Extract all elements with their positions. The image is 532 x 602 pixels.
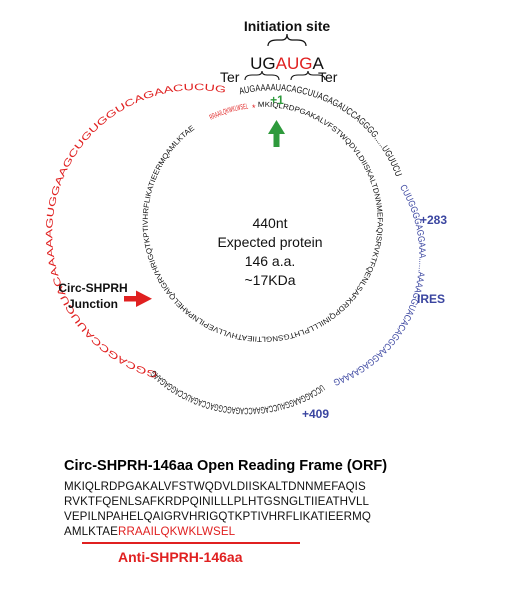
ter-right-brace	[290, 70, 326, 81]
outer-ring-black: AUGAAAAUACAGCUUAGAGAUCCAGGGG......UGUUCU	[238, 81, 405, 178]
center-expected-protein: Expected protein	[217, 234, 322, 250]
antibody-epitope-bar	[82, 542, 300, 544]
outer-ring-bottom-text: UCCAGGAAGGAUCCAGAACCAGAGCGGACCAGAUCCAGGA…	[148, 368, 327, 416]
ter-left-brace	[244, 70, 280, 81]
orf-line-2: RVKTFQENLSAFKRDPQINILLLPLHTGSNGLTIIEATHV…	[64, 495, 370, 508]
ter-right-label: Ter	[318, 69, 338, 85]
stop-star: *	[252, 103, 256, 113]
orf-line-4: AMLKTAERRAAILQKWKLWSEL	[64, 524, 504, 539]
inner-ring-red-text: RRAAILQKWKLWSEL	[208, 102, 249, 122]
initiation-site-brace	[267, 33, 307, 47]
start-arrow-icon	[268, 120, 285, 147]
plus1-label: +1	[270, 93, 284, 107]
center-length: 440nt	[252, 215, 287, 231]
ires-label: IRES	[417, 292, 445, 306]
junction-label-2: Junction	[68, 297, 118, 311]
codon-before: UG	[250, 54, 276, 73]
junction-label-1: Circ-SHPRH	[58, 281, 127, 295]
ter-left-label: Ter	[220, 69, 240, 85]
center-mass: ~17KDa	[245, 272, 296, 288]
inner-ring-red: RRAAILQKWKLWSEL	[208, 102, 249, 122]
orf-line-1: MKIQLRDPGAKALVFSTWQDVLDIISKALTDNNMEFAQIS	[64, 480, 366, 493]
start-codon: AUG	[276, 54, 313, 73]
orf-line-4-red: RRAAILQKWKLWSEL	[117, 525, 236, 538]
plus409-label: +409	[302, 407, 329, 421]
outer-ring-red-text: GGCAGCCAUUCUACAAAAAGUGGAAGCUGUGGUCAGAACU…	[43, 81, 227, 381]
center-aa-count: 146 a.a.	[245, 253, 296, 269]
outer-ring-bottom: UCCAGGAAGGAUCCAGAACCAGAGCGGACCAGAUCCAGGA…	[148, 368, 327, 416]
outer-ring-red: GGCAGCCAUUCUACAAAAAGUGGAAGCUGUGGUCAGAACU…	[43, 81, 227, 381]
initiation-site-label: Initiation site	[244, 18, 331, 34]
codon-after: A	[313, 54, 325, 73]
orf-line-4-black: AMLKTAE	[64, 525, 118, 538]
orf-title: Circ-SHPRH-146aa Open Reading Frame (ORF…	[64, 458, 388, 474]
orf-line-3: VEPILNPAHELQAIGRVHRIGQTKPTIVHRFLIKATIEER…	[64, 510, 371, 523]
junction-arrow-icon	[124, 290, 152, 307]
antibody-label: Anti-SHPRH-146aa	[118, 549, 243, 565]
outer-ring-black-text: AUGAAAAUACAGCUUAGAGAUCCAGGGG......UGUUCU	[238, 81, 405, 178]
codon-sequence: UGAUGA	[250, 54, 324, 73]
orf-block: Circ-SHPRH-146aa Open Reading Frame (ORF…	[64, 458, 504, 539]
plus283-label: +283	[420, 213, 447, 227]
